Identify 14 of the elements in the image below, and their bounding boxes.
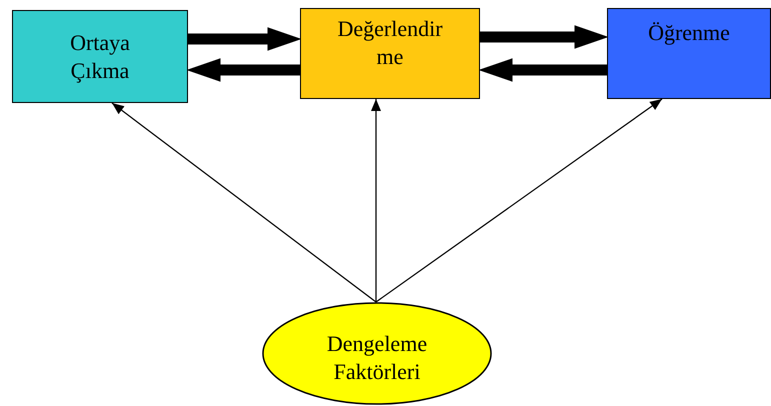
arrow (112, 102, 376, 302)
process-box (12, 10, 188, 103)
thick-arrow (188, 27, 302, 51)
node-label: Öğrenme (648, 19, 730, 47)
process-box (607, 8, 771, 99)
node-label: Ortaya Çıkma (69, 28, 131, 84)
thick-arrow (480, 25, 609, 49)
node-label: Değerlendir me (336, 15, 444, 71)
node-label: Dengeleme Faktörleri (326, 330, 428, 386)
arrow (376, 98, 662, 302)
thick-arrow (186, 58, 300, 82)
arrow (371, 99, 381, 302)
thick-arrow (478, 58, 608, 82)
process-box (300, 8, 480, 99)
